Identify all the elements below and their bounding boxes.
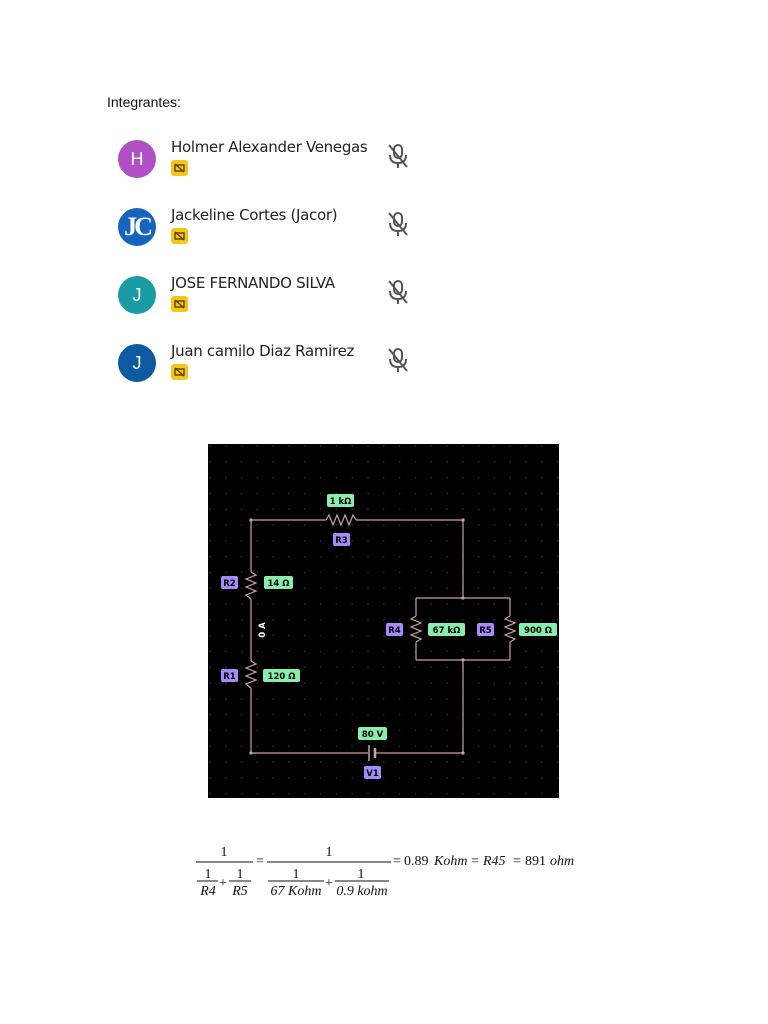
member-item: JC Jackeline Cortes (Jacor) (118, 206, 418, 250)
r4-name-label: R4 (386, 623, 403, 636)
r5-value-label: 900 Ω (519, 623, 557, 636)
f-plus: + (325, 876, 333, 891)
r2-name-label: R2 (221, 576, 238, 589)
wires (244, 513, 517, 754)
r2-value-label: 14 Ω (264, 576, 293, 589)
f-num: 1 (293, 867, 300, 882)
f-result2: 891 (525, 854, 546, 869)
member-item: J JOSE FERNANDO SILVA (118, 274, 418, 318)
f-eq: = (393, 854, 401, 869)
f-r4: R4 (199, 884, 216, 899)
f-num: 1 (326, 845, 333, 860)
f-eq: = (256, 854, 264, 869)
r1-value-label: 120 Ω (263, 669, 300, 682)
svg-text:80 V: 80 V (362, 730, 384, 740)
member-name: Juan camilo Diaz Ramirez (171, 342, 355, 360)
r3-value-label: 1 kΩ (327, 494, 354, 507)
svg-text:67 kΩ: 67 kΩ (433, 626, 461, 636)
current-label: 0 A (258, 622, 268, 638)
f-val1: 67 Kohm (271, 884, 322, 899)
f-val2: 0.9 kohm (336, 884, 387, 899)
presenting-icon (171, 160, 188, 176)
mic-off-icon[interactable] (386, 142, 410, 175)
presenting-icon (171, 364, 188, 380)
avatar: H (118, 140, 156, 178)
mic-off-icon[interactable] (386, 346, 410, 379)
circuit-svg: 1 kΩ R3 R2 14 Ω R1 120 Ω R4 67 kΩ R5 900… (208, 444, 559, 798)
grid-dots (208, 444, 559, 798)
svg-text:R5: R5 (479, 626, 492, 636)
avatar: J (118, 344, 156, 382)
v1-value-label: 80 V (358, 727, 387, 740)
r4-value-label: 67 kΩ (428, 623, 465, 636)
presenting-icon (171, 228, 188, 244)
battery-symbol (368, 745, 377, 761)
avatar: JC (118, 208, 156, 246)
circuit-diagram: 1 kΩ R3 R2 14 Ω R1 120 Ω R4 67 kΩ R5 900… (208, 444, 559, 798)
r5-name-label: R5 (477, 623, 494, 636)
svg-text:900 Ω: 900 Ω (524, 626, 552, 636)
f-plus: + (219, 876, 227, 891)
avatar: J (118, 276, 156, 314)
svg-text:R3: R3 (335, 536, 348, 546)
f-r5: R5 (231, 884, 248, 899)
members-heading: Integrantes: (107, 94, 181, 110)
presenting-icon (171, 296, 188, 312)
f-unit2: ohm (550, 854, 574, 869)
member-item: H Holmer Alexander Venegas (118, 138, 418, 182)
member-item: J Juan camilo Diaz Ramirez (118, 342, 418, 386)
svg-text:R4: R4 (388, 626, 401, 636)
f-num: 1 (205, 867, 212, 882)
mic-off-icon[interactable] (386, 278, 410, 311)
formula-svg: 1 1 R4 + 1 R5 = 1 1 67 Kohm + 1 0.9 kohm… (196, 845, 574, 899)
mic-off-icon[interactable] (386, 210, 410, 243)
f-r45: R45 (482, 854, 506, 869)
f-eq: = (471, 854, 479, 869)
member-name: Holmer Alexander Venegas (171, 138, 368, 156)
member-name: Jackeline Cortes (Jacor) (171, 206, 338, 224)
svg-text:R1: R1 (223, 672, 236, 682)
f-eq: = (513, 854, 521, 869)
f-num: 1 (237, 867, 244, 882)
nodes (249, 518, 465, 755)
svg-text:V1: V1 (366, 769, 379, 779)
v1-name-label: V1 (364, 766, 381, 779)
svg-text:R2: R2 (223, 579, 236, 589)
f-num: 1 (221, 845, 228, 860)
svg-text:120 Ω: 120 Ω (268, 672, 296, 682)
f-unit: Kohm (433, 854, 467, 869)
svg-text:14 Ω: 14 Ω (267, 579, 289, 589)
f-result: 0.89 (404, 854, 429, 869)
r1-name-label: R1 (221, 669, 238, 682)
member-name: JOSE FERNANDO SILVA (171, 274, 335, 292)
r3-name-label: R3 (333, 533, 350, 546)
svg-text:1 kΩ: 1 kΩ (330, 497, 352, 507)
f-num: 1 (358, 867, 365, 882)
formula: 1 1 R4 + 1 R5 = 1 1 67 Kohm + 1 0.9 kohm… (190, 838, 610, 908)
